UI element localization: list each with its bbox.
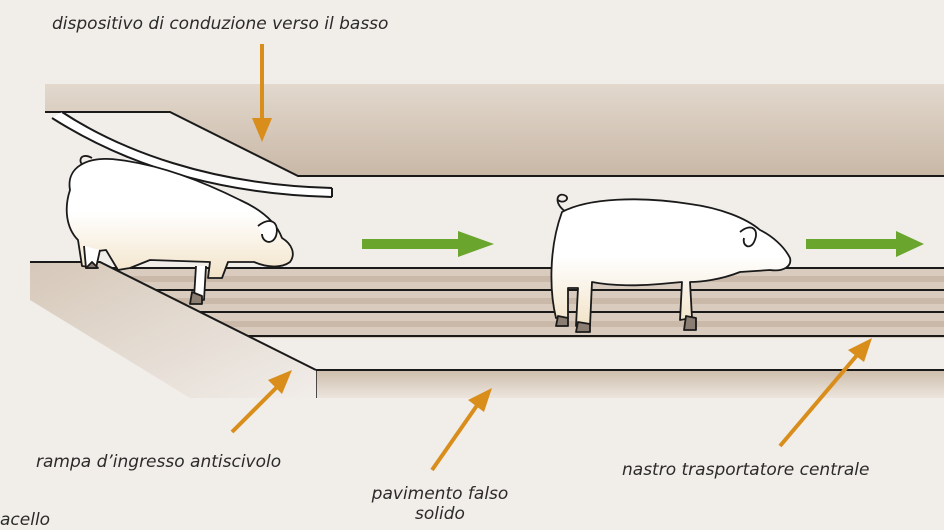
flow-arrow-icon <box>806 231 924 257</box>
callout-arrow-conveyor <box>778 338 872 448</box>
label-central-conveyor: nastro trasportatore centrale <box>622 460 870 480</box>
callout-arrow-downward-guide <box>252 44 272 142</box>
anti-slip-entry-ramp <box>30 261 317 398</box>
pig-entering <box>65 155 294 305</box>
label-cut-off: acello <box>0 510 51 530</box>
solid-false-floor <box>315 369 944 398</box>
callout-arrow-entry-ramp <box>230 370 292 434</box>
upper-panel <box>45 84 944 177</box>
label-entry-ramp: rampa d’ingresso antiscivolo <box>36 452 282 472</box>
flow-arrow-icon <box>362 231 494 257</box>
label-false-floor-line2: solido <box>415 504 465 524</box>
pig-on-conveyor <box>550 193 792 333</box>
callout-arrow-false-floor <box>430 388 492 472</box>
central-conveyor-belt <box>100 267 944 338</box>
label-false-floor: pavimento falso solido <box>330 484 550 524</box>
label-false-floor-line1: pavimento falso <box>371 484 509 504</box>
label-downward-guide: dispositivo di conduzione verso il basso <box>52 14 389 34</box>
